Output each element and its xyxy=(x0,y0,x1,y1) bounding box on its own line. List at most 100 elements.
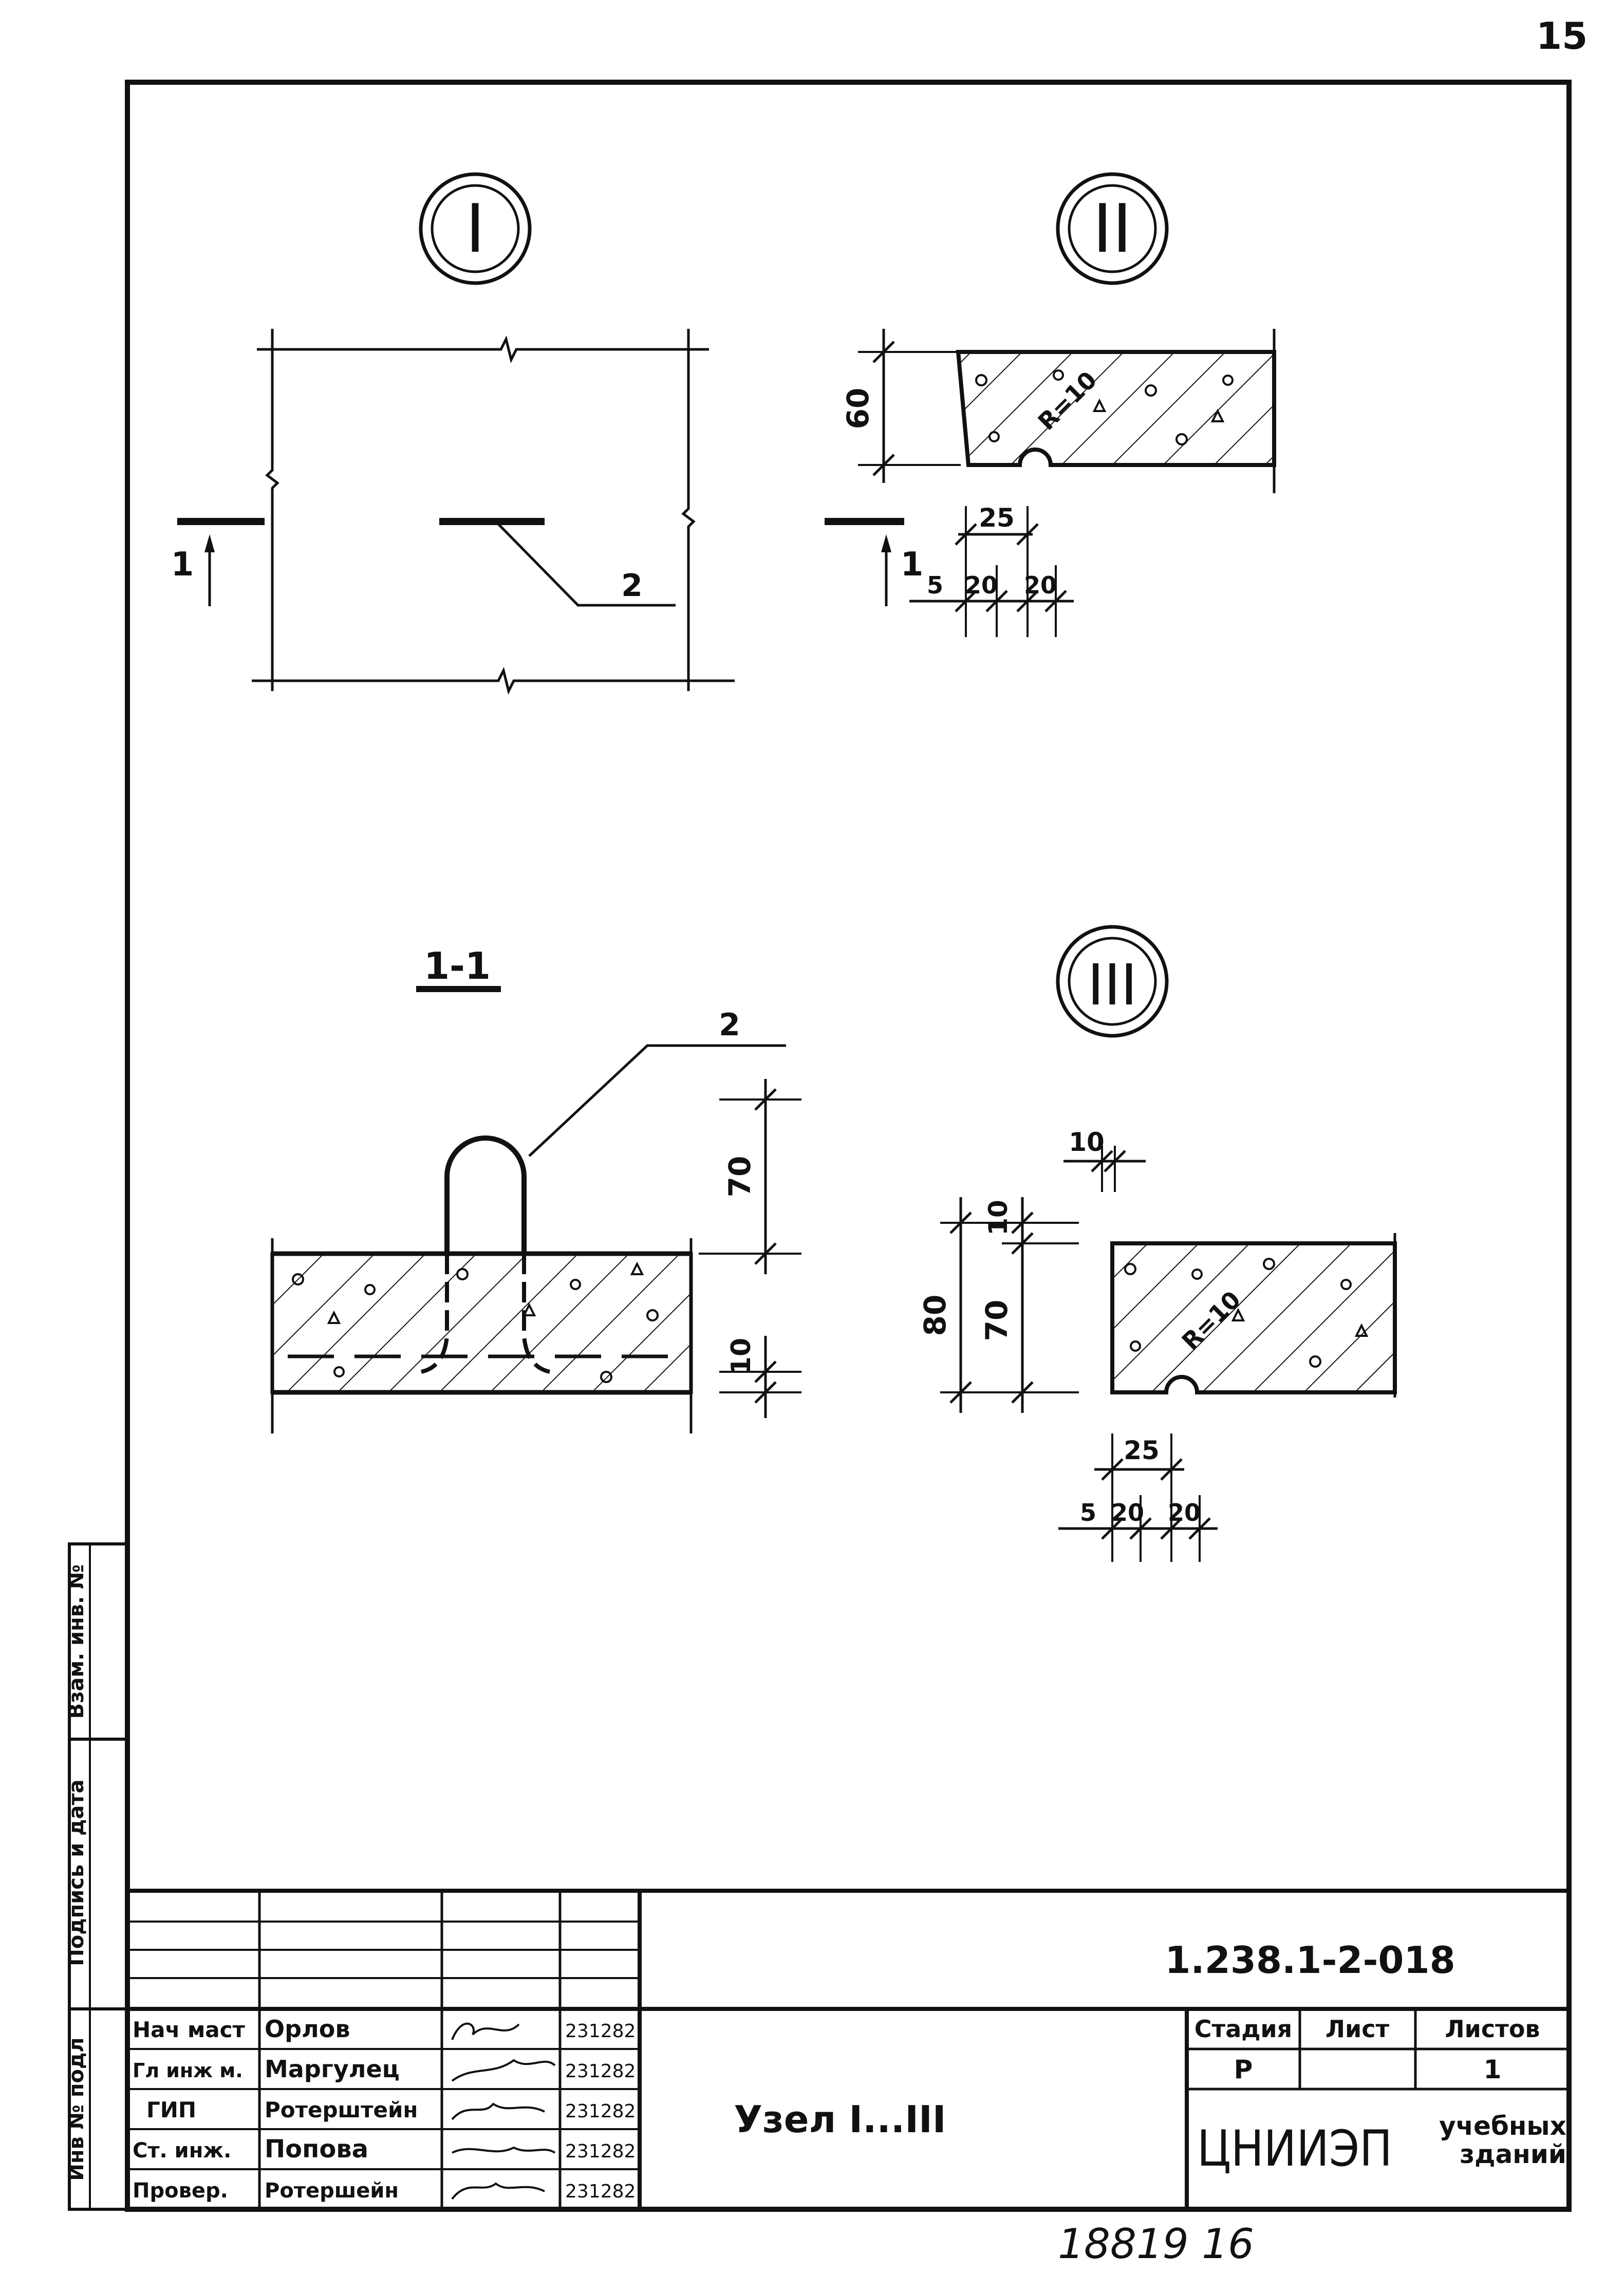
node-3-dim-tick xyxy=(1101,1517,1124,1540)
signer-name: Ротершейн xyxy=(265,2179,399,2203)
side-stamp: Взам. инв. № Подпись и дата Инв № подл xyxy=(65,1542,129,2211)
organization-sub-2: зданий xyxy=(1460,2139,1566,2169)
section-dim-tick xyxy=(754,1381,777,1404)
side-stamp-replace-inv: Взам. инв. № xyxy=(65,1564,88,1719)
node-3-dim-70: 70 xyxy=(979,1300,1014,1341)
section-leader-label: 2 xyxy=(719,1007,740,1043)
title-block: Нач маст Орлов 231282 Гл инж м. Маргулец… xyxy=(127,1889,1569,2209)
signer-row: Гл инж м. Маргулец 231282 xyxy=(133,2055,636,2083)
node-3-dim-tick xyxy=(1011,1212,1034,1234)
signer-date: 231282 xyxy=(565,2061,636,2082)
signer-name: Орлов xyxy=(265,2015,350,2043)
node-3-dim-tick xyxy=(1101,1458,1124,1481)
node-1-top-edge xyxy=(257,335,709,364)
section-anchor-leg-right xyxy=(522,1254,551,1374)
section-dim-70: 70 xyxy=(722,1156,757,1198)
signer-signature xyxy=(451,2182,545,2200)
node-3-dim-10-top: 10 xyxy=(1069,1127,1105,1157)
node-2-label: II xyxy=(1093,190,1132,268)
signer-role: Гл инж м. xyxy=(133,2059,243,2082)
signer-row: Нач маст Орлов 231282 xyxy=(133,2015,636,2043)
node-3-dim-10-side: 10 xyxy=(983,1200,1013,1236)
signer-signature xyxy=(451,2022,520,2040)
document-designation: 1.238.1-2-018 xyxy=(1165,1939,1455,1982)
node-3-dim-tick xyxy=(949,1212,972,1234)
node-2-dim-tick xyxy=(1044,590,1067,612)
page-number: 15 xyxy=(1536,14,1588,58)
node-3-dim-20b: 20 xyxy=(1168,1499,1201,1526)
sheets-value: 1 xyxy=(1484,2055,1502,2084)
node-2-dim-tick xyxy=(985,590,1008,612)
sheet-frame xyxy=(125,80,1572,2212)
node-3-dim-80: 80 xyxy=(918,1295,953,1336)
organization-sub-1: учебных xyxy=(1439,2111,1566,2141)
node-2-dim-5: 5 xyxy=(927,571,943,599)
signer-signature xyxy=(452,2146,556,2154)
signer-signature xyxy=(451,2059,556,2082)
node-3-dim-tick xyxy=(949,1381,972,1404)
node-3-dim-tick xyxy=(1011,1381,1034,1404)
signer-date: 231282 xyxy=(565,2021,636,2042)
signer-row: Ст. инж. Попова 231282 xyxy=(133,2135,636,2164)
signer-row: Провер. Ротершейн 231282 xyxy=(133,2179,636,2203)
node-1-callout-inner xyxy=(431,184,520,273)
node-3-dim-5: 5 xyxy=(1080,1499,1096,1526)
signer-name: Ротерштейн xyxy=(265,2097,418,2122)
node-2-dim-tick xyxy=(955,523,977,546)
section-dim-tick xyxy=(754,1361,777,1383)
node-3-dim-tick xyxy=(1188,1517,1211,1540)
signer-date: 231282 xyxy=(565,2101,636,2122)
node-2-callout-inner xyxy=(1068,184,1157,273)
node-1-section-arrow-head xyxy=(204,534,215,552)
signer-date: 231282 xyxy=(565,2141,636,2162)
section-1-1-label: 1-1 xyxy=(424,944,491,987)
signer-role: ГИП xyxy=(146,2097,196,2122)
section-1-1-view: 1-1 2 70 xyxy=(270,944,801,1433)
node-3-dim-tick xyxy=(1091,1150,1113,1172)
node-2-aggregate xyxy=(975,369,1234,445)
sheet-header: Лист xyxy=(1326,2015,1390,2043)
node-1-section-mark: 1 xyxy=(171,546,194,584)
side-stamp-sign-date: Подпись и дата xyxy=(65,1779,88,1966)
sheets-header: Листов xyxy=(1445,2015,1540,2043)
node-2-section-mark: 1 xyxy=(901,546,924,584)
signer-role: Ст. инж. xyxy=(133,2139,231,2163)
node-1-left-edge xyxy=(265,329,279,691)
signer-role: Провер. xyxy=(133,2179,228,2203)
node-3-view: III R=10 10 80 70 xyxy=(918,925,1397,1562)
node-2-dim-60-tick-bottom xyxy=(872,454,895,476)
node-3-dim-tick xyxy=(1160,1517,1183,1540)
node-3-dim-tick xyxy=(1011,1232,1034,1255)
signer-role: Нач маст xyxy=(133,2017,246,2042)
node-2-concrete-section xyxy=(956,350,1276,467)
node-3-aggregate xyxy=(1124,1258,1369,1368)
node-1-callout-outer xyxy=(419,172,532,285)
node-3-concrete-section xyxy=(1110,1241,1397,1394)
signer-row: ГИП Ротерштейн 231282 xyxy=(146,2097,636,2122)
node-3-dim-tick xyxy=(1104,1150,1126,1172)
node-1-right-edge xyxy=(681,329,696,691)
node-2-view: II R=10 60 1 2 xyxy=(825,172,1276,637)
node-1-leader-line xyxy=(495,520,676,607)
signer-name: Маргулец xyxy=(265,2055,400,2083)
node-2-section-arrow-head xyxy=(881,534,891,552)
node-3-callout-outer xyxy=(1056,925,1169,1038)
stage-header: Стадия xyxy=(1194,2015,1292,2043)
section-dim-tick xyxy=(754,1088,777,1111)
node-2-dim-tick xyxy=(1016,590,1039,612)
node-2-callout-outer xyxy=(1056,172,1169,285)
section-leader-line xyxy=(528,1044,786,1157)
section-anchor-loop xyxy=(444,1135,527,1254)
node-3-dim-tick xyxy=(1129,1517,1152,1540)
node-3-callout-inner xyxy=(1068,937,1157,1026)
node-2-dim-tick xyxy=(1016,523,1039,546)
node-2-dim-tick xyxy=(955,590,977,612)
node-1-leader-label: 2 xyxy=(621,568,643,604)
node-3-dim-20a: 20 xyxy=(1111,1499,1144,1526)
node-1-label: I xyxy=(465,190,485,268)
section-dim-10: 10 xyxy=(726,1338,757,1375)
node-2-dim-20a: 20 xyxy=(965,571,998,599)
node-3-label: III xyxy=(1087,952,1137,1018)
